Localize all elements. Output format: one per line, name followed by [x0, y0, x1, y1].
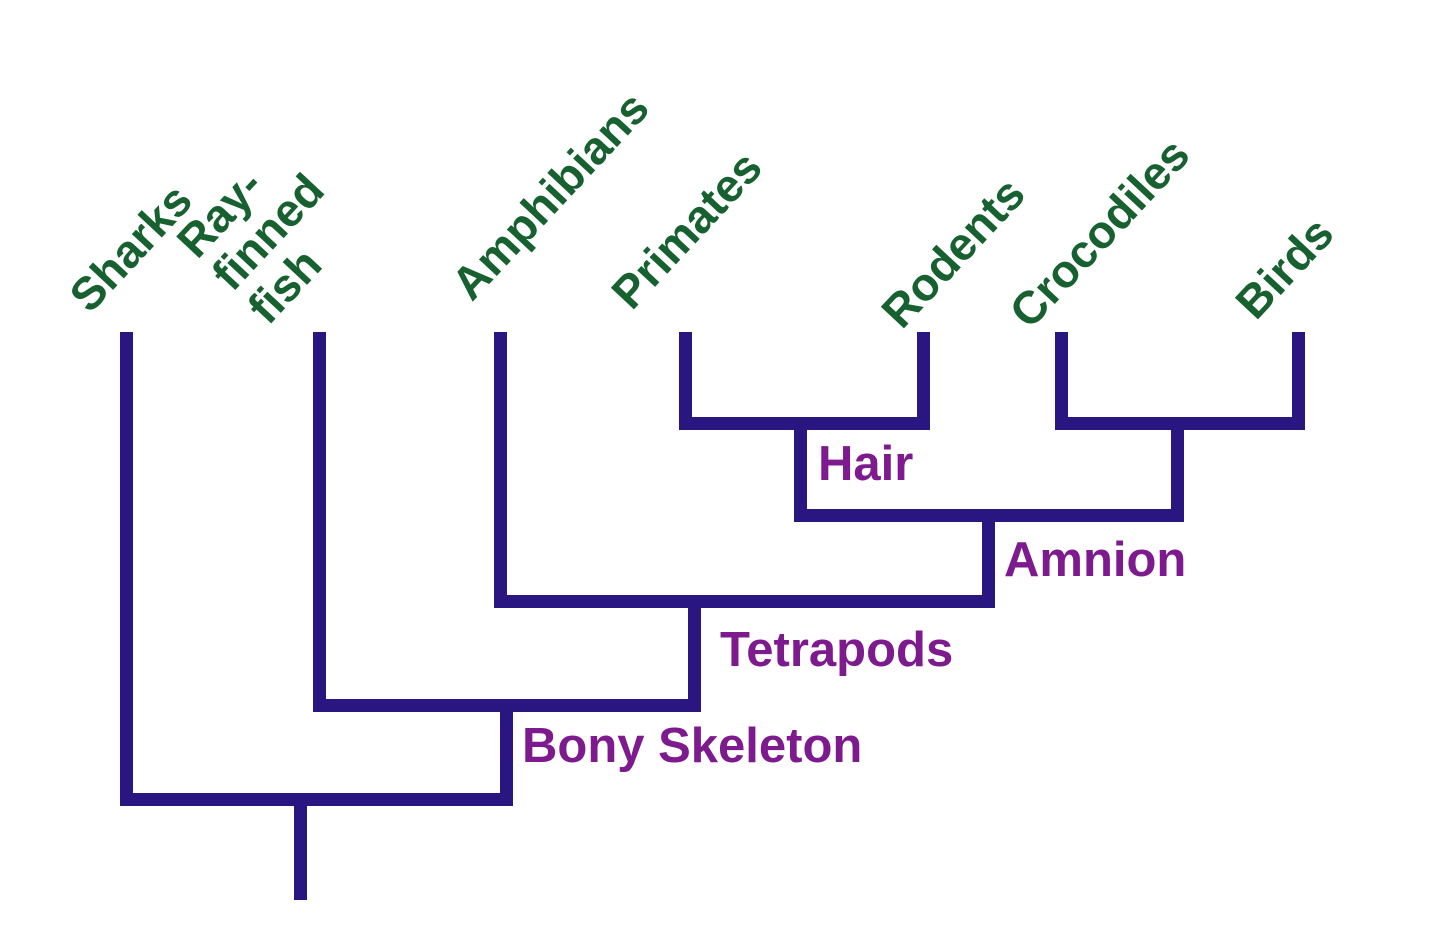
stem-crocodiles-birds-clade [1171, 417, 1184, 522]
stem-bony-skeleton-clade [500, 699, 513, 806]
taxon-label-primates-text: Primates [601, 140, 772, 319]
branch-ray-finned-fish [313, 332, 326, 712]
branch-sharks [120, 332, 133, 806]
stem-amnion-clade [982, 509, 995, 608]
branch-birds [1292, 332, 1305, 430]
branch-primates [679, 332, 692, 430]
connector-tetrapods [494, 595, 995, 608]
taxon-label-ray-finned-fish-text: Ray-finned fish [166, 158, 335, 334]
clade-label-tetrapods: Tetrapods [720, 623, 954, 677]
stem-root [294, 793, 307, 900]
connector-root [120, 793, 513, 806]
clade-label-amnion: Amnion [1004, 533, 1187, 587]
stem-tetrapods-clade [688, 595, 701, 712]
clade-label-hair: Hair [818, 437, 914, 491]
taxon-label-sharks-text: Sharks [59, 173, 202, 322]
branch-rodents [917, 332, 930, 430]
taxon-label-birds-text: Birds [1225, 206, 1344, 329]
taxon-label-crocodiles-text: Crocodiles [999, 127, 1200, 338]
branch-crocodiles [1055, 332, 1068, 430]
clade-label-bony-skeleton: Bony Skeleton [522, 719, 863, 773]
branch-amphibians [494, 332, 507, 608]
stem-hair-clade [794, 417, 807, 522]
